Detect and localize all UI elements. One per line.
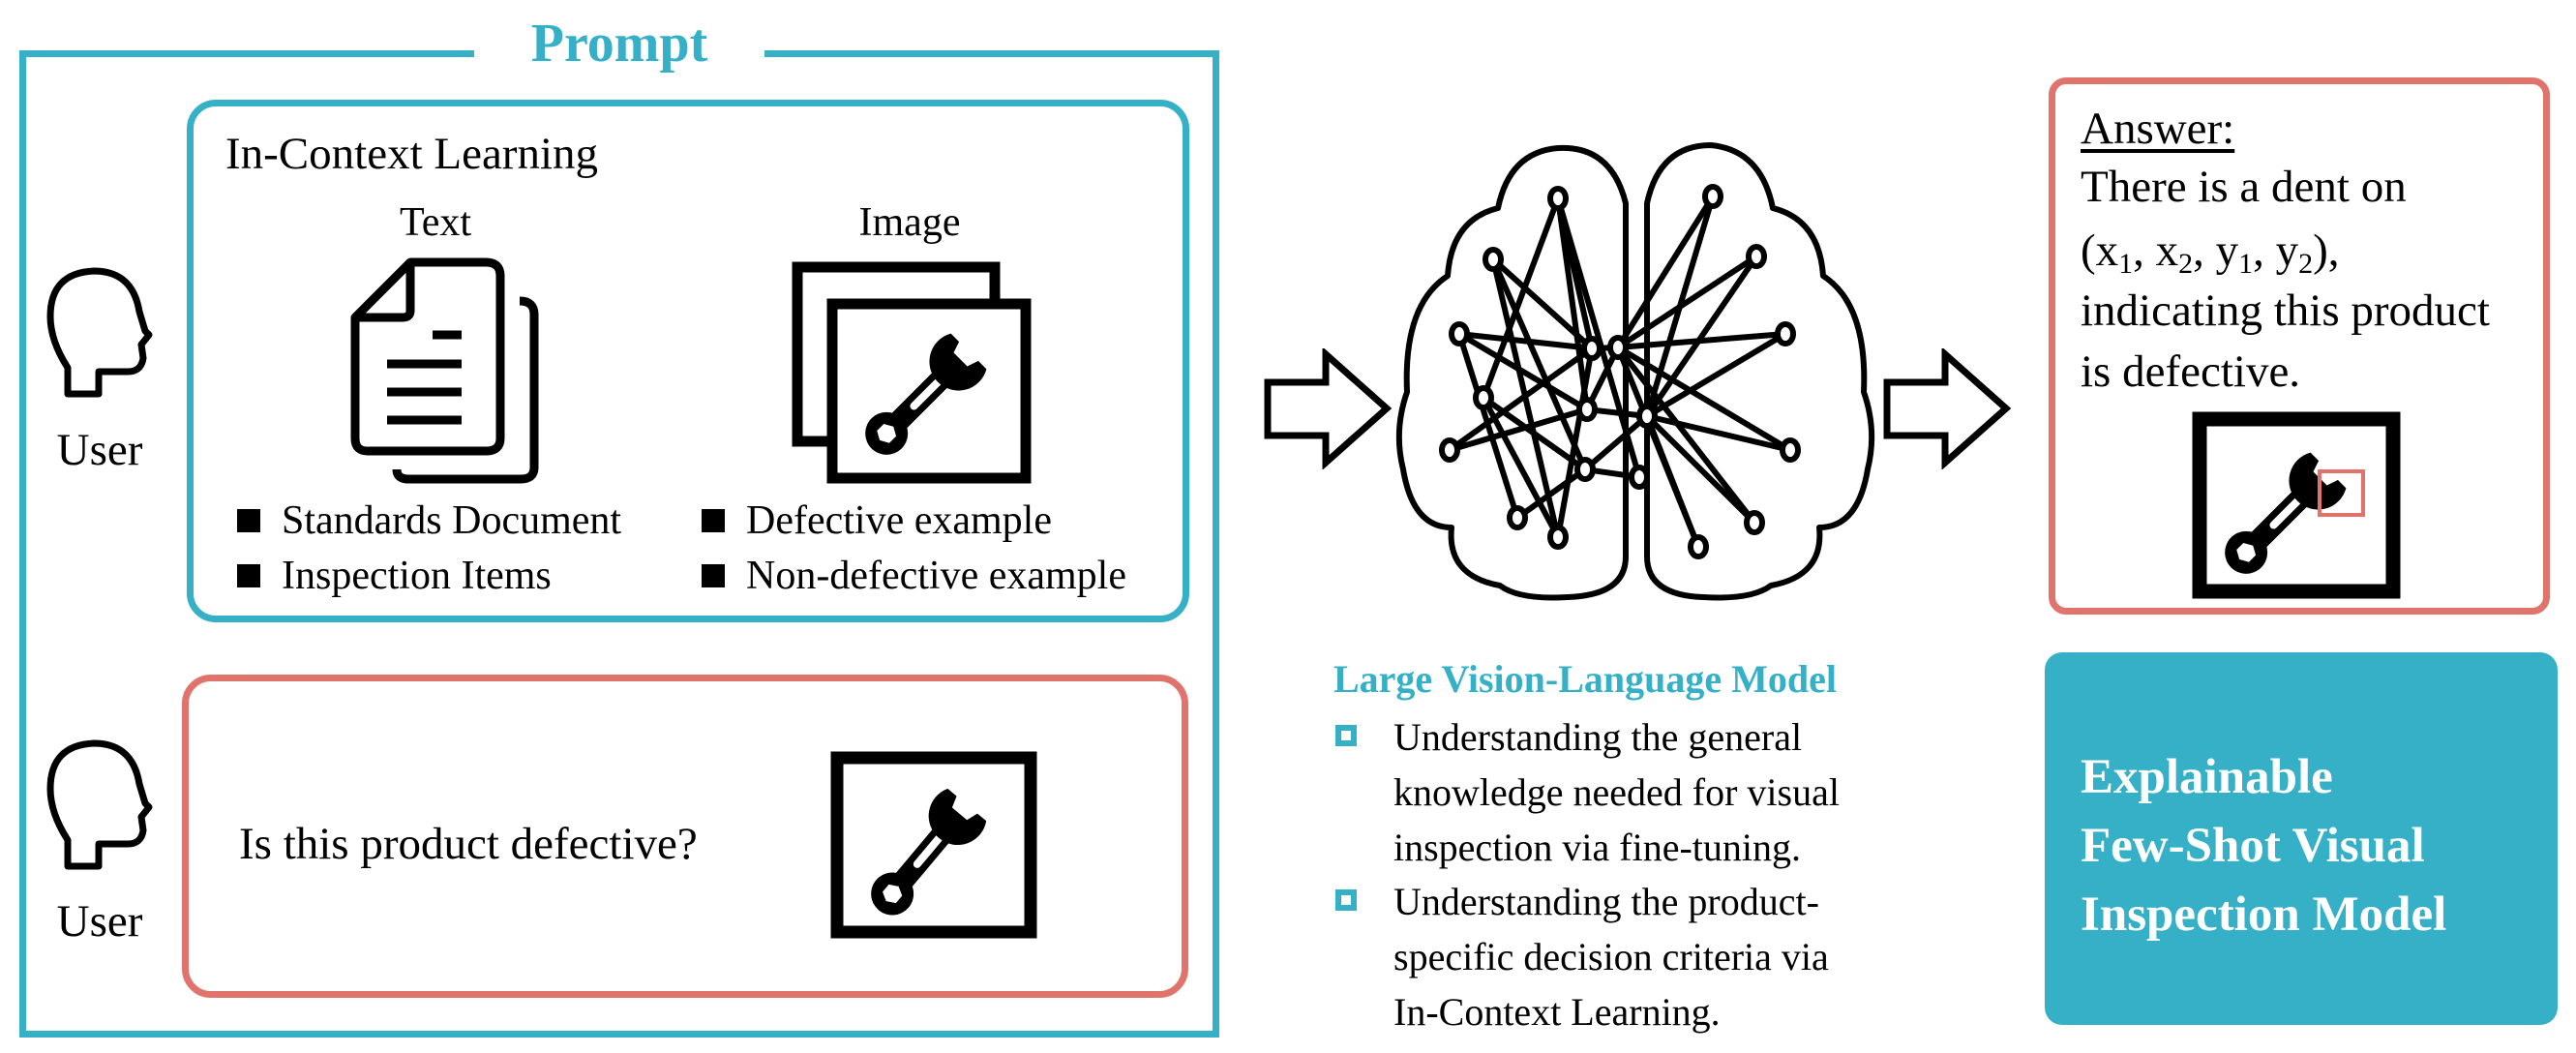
network-node xyxy=(1607,335,1629,360)
image-stack-icon xyxy=(792,261,1032,484)
network-node xyxy=(1746,244,1767,269)
network-edge xyxy=(1645,331,1787,419)
result-title: Explainable Few-Shot Visual Inspection M… xyxy=(2081,750,2447,942)
network-edge xyxy=(1644,414,1701,549)
model-capability-item: Understanding the product- specific deci… xyxy=(1335,874,1955,1040)
model-capability-item: Understanding the general knowledge need… xyxy=(1335,709,1955,876)
bullet-inspection-items: Inspection Items xyxy=(237,553,552,599)
bullet-square xyxy=(702,509,725,532)
user-label: User xyxy=(56,425,143,475)
hollow-square-bullet xyxy=(1335,889,1357,911)
network-edge xyxy=(1615,195,1716,349)
bullet-square xyxy=(237,564,260,587)
network-edge xyxy=(1555,197,1590,410)
network-node xyxy=(1574,457,1596,482)
text-label: Text xyxy=(399,200,472,245)
network-node xyxy=(1507,505,1528,530)
bullet-square xyxy=(702,564,725,587)
wrench-icon xyxy=(2225,452,2347,574)
bullet-defective-example: Defective example xyxy=(702,497,1052,544)
bullet-standards-document: Standards Document xyxy=(237,497,621,544)
defect-result-image xyxy=(2192,411,2401,599)
icl-title: In-Context Learning xyxy=(225,129,599,179)
network-edge xyxy=(1457,331,1589,412)
network-edge xyxy=(1449,406,1588,453)
user-head-icon xyxy=(46,739,153,870)
network-node xyxy=(1449,321,1470,346)
network-node xyxy=(1744,510,1765,535)
answer-box xyxy=(2049,77,2550,615)
network-edge xyxy=(1448,346,1594,453)
network-node xyxy=(1688,534,1709,559)
network-node xyxy=(1473,385,1494,410)
answer-line: indicating this product xyxy=(2081,286,2490,336)
arrow-right-icon xyxy=(1264,348,1393,469)
network-edge xyxy=(1515,466,1587,521)
network-node xyxy=(1581,336,1603,361)
document-stack-icon xyxy=(350,257,539,484)
bullet-non-defective-example: Non-defective example xyxy=(702,553,1126,599)
network-edge xyxy=(1616,345,1792,453)
query-box xyxy=(182,675,1188,998)
network-node xyxy=(1483,247,1504,272)
answer-heading: Answer: xyxy=(2081,104,2235,154)
in-context-learning-box xyxy=(187,100,1189,622)
network-node xyxy=(1547,186,1569,211)
network-node xyxy=(1629,465,1650,490)
network-edge xyxy=(1646,413,1791,453)
network-edge xyxy=(1482,395,1587,472)
network-edge xyxy=(1458,331,1593,351)
network-node xyxy=(1775,321,1796,346)
network-edge xyxy=(1644,413,1757,526)
network-edge xyxy=(1583,413,1649,472)
answer-line: is defective. xyxy=(2081,346,2301,397)
network-edge xyxy=(1616,254,1758,350)
wrench-icon xyxy=(865,333,987,455)
answer-coordinates: (x1, x2, y1, y2), xyxy=(2081,226,2340,280)
brain-network-icon xyxy=(1395,142,1875,601)
network-node xyxy=(1547,525,1569,550)
network-edge xyxy=(1644,196,1716,417)
query-text: Is this product defective? xyxy=(239,819,698,869)
network-edge xyxy=(1490,257,1588,471)
user-head-icon xyxy=(46,267,153,398)
wrench-icon xyxy=(871,788,987,916)
user-label: User xyxy=(56,896,143,947)
defect-bounding-box xyxy=(2318,469,2365,517)
network-edge xyxy=(1481,396,1561,539)
arrow-right-icon xyxy=(1883,348,2012,469)
network-node xyxy=(1780,437,1801,463)
network-node xyxy=(1702,184,1723,209)
result-box xyxy=(2045,652,2558,1025)
network-edge xyxy=(1644,255,1759,418)
query-product-image xyxy=(830,751,1037,939)
network-node xyxy=(1576,397,1598,422)
network-edge xyxy=(1490,256,1595,351)
network-edge xyxy=(1615,346,1757,525)
image-label: Image xyxy=(858,200,961,245)
network-edge xyxy=(1555,347,1595,538)
bullet-square xyxy=(237,509,260,532)
network-node xyxy=(1636,404,1658,429)
model-title: Large Vision-Language Model xyxy=(1333,657,1838,701)
answer-line: There is a dent on xyxy=(2081,162,2407,212)
hollow-square-bullet xyxy=(1335,725,1357,746)
prompt-title: Prompt xyxy=(474,10,764,77)
network-edge xyxy=(1481,196,1561,400)
network-node xyxy=(1439,437,1460,463)
